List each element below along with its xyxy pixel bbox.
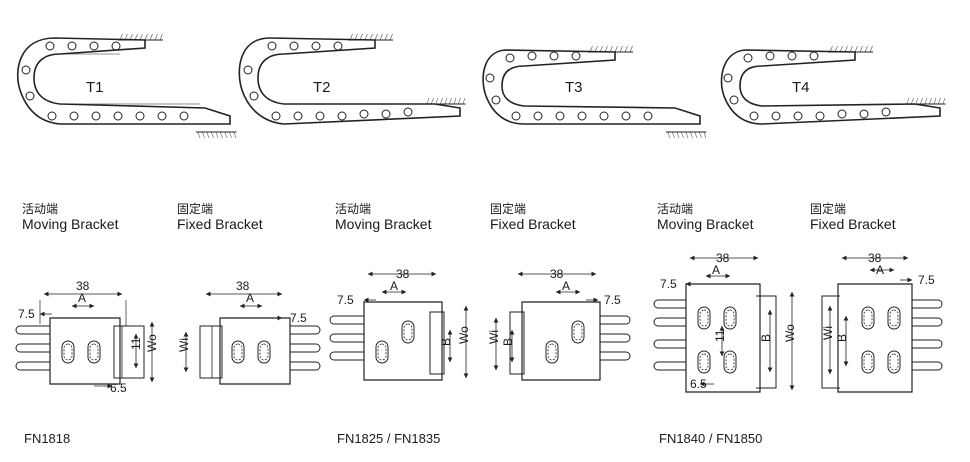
chain-label-t4: T4 <box>792 79 810 96</box>
dim-38: 38 <box>236 279 250 293</box>
dim-a: A <box>712 263 720 277</box>
chain-t2: T2 <box>238 33 466 125</box>
dim-wo: Wo <box>145 334 159 352</box>
bracket-heading-cn: 活动端 <box>22 202 59 216</box>
bracket-heading-en: Moving Bracket <box>657 216 754 232</box>
dim-b: B <box>501 338 515 346</box>
bracket-heading-en: Fixed Bracket <box>177 216 263 232</box>
bracket-heading-cn: 固定端 <box>490 202 527 216</box>
dim-wi: Wi <box>487 330 501 344</box>
dim-38: 38 <box>868 251 882 265</box>
bracket-heading-cn: 固定端 <box>810 202 847 216</box>
dim-b: B <box>439 338 453 346</box>
bracket-heading-6: 固定端 Fixed Bracket <box>810 202 896 232</box>
dim-a: A <box>876 263 884 277</box>
dim-b: B <box>759 334 773 342</box>
bracket-heading-en: Fixed Bracket <box>810 216 896 232</box>
dim-7-5: 7.5 <box>918 273 935 287</box>
chain-t4: T4 <box>720 45 946 125</box>
dim-38: 38 <box>550 267 564 281</box>
chain-label-t3: T3 <box>565 79 583 96</box>
bracket-heading-4: 固定端 Fixed Bracket <box>490 202 576 232</box>
fn1825-fixed-bracket: 38 A 7.5 Wi B <box>487 267 631 381</box>
bracket-heading-en: Moving Bracket <box>335 216 432 232</box>
fn1840-fixed-bracket: 38 A 7.5 Wi B <box>821 251 943 393</box>
dim-7-5: 7.5 <box>660 277 677 291</box>
dim-wi: Wi <box>821 326 835 340</box>
bracket-heading-en: Moving Bracket <box>22 216 119 232</box>
dim-11: 11 <box>713 329 727 342</box>
fn1825-moving-bracket: 38 A 7.5 B Wo <box>329 267 471 381</box>
fn1818-fixed-bracket: 38 A 7.5 Wi <box>177 279 321 385</box>
model-caption-fn1825: FN1825 / FN1835 <box>337 431 441 446</box>
dim-a: A <box>246 291 254 305</box>
bracket-heading-1: 活动端 Moving Bracket <box>22 202 118 232</box>
chain-label-t2: T2 <box>313 79 331 96</box>
dim-wi: Wi <box>177 338 191 352</box>
dim-38: 38 <box>716 251 730 265</box>
dim-7-5: 7.5 <box>337 293 354 307</box>
dim-6-5: 6.5 <box>110 381 127 395</box>
model-caption-fn1818: FN1818 <box>24 431 71 446</box>
bracket-heading-5: 活动端 Moving Bracket <box>657 202 753 232</box>
dim-7-5: 7.5 <box>18 307 35 321</box>
dim-wo: Wo <box>457 326 471 344</box>
dim-38: 38 <box>396 267 410 281</box>
dim-7-5: 7.5 <box>604 293 621 307</box>
dim-38: 38 <box>76 279 90 293</box>
chain-label-t1: T1 <box>86 79 104 96</box>
chain-t3: T3 <box>482 45 707 139</box>
chain-t1: T1 <box>16 33 237 139</box>
model-caption-fn1840: FN1840 / FN1850 <box>659 431 763 446</box>
fn1818-moving-bracket: 38 A 7.5 11 Wo 6.5 <box>15 279 159 395</box>
fn1840-moving-bracket: 38 A 7.5 11 B Wo 6.5 <box>653 251 797 393</box>
dim-a: A <box>78 291 86 305</box>
dim-11: 11 <box>129 337 143 350</box>
dim-b: B <box>835 334 849 342</box>
dim-wo: Wo <box>783 324 797 342</box>
bracket-heading-3: 活动端 Moving Bracket <box>335 202 431 232</box>
dim-a: A <box>390 279 398 293</box>
bracket-heading-cn: 固定端 <box>177 202 214 216</box>
dim-a: A <box>562 279 570 293</box>
dim-7-5: 7.5 <box>290 311 307 325</box>
chain-diagrams: T1 T2 T3 <box>16 33 946 139</box>
dim-6-5: 6.5 <box>690 377 707 391</box>
bracket-heading-2: 固定端 Fixed Bracket <box>177 202 263 232</box>
bracket-heading-cn: 活动端 <box>335 202 372 216</box>
bracket-heading-en: Fixed Bracket <box>490 216 576 232</box>
bracket-heading-cn: 活动端 <box>657 202 694 216</box>
